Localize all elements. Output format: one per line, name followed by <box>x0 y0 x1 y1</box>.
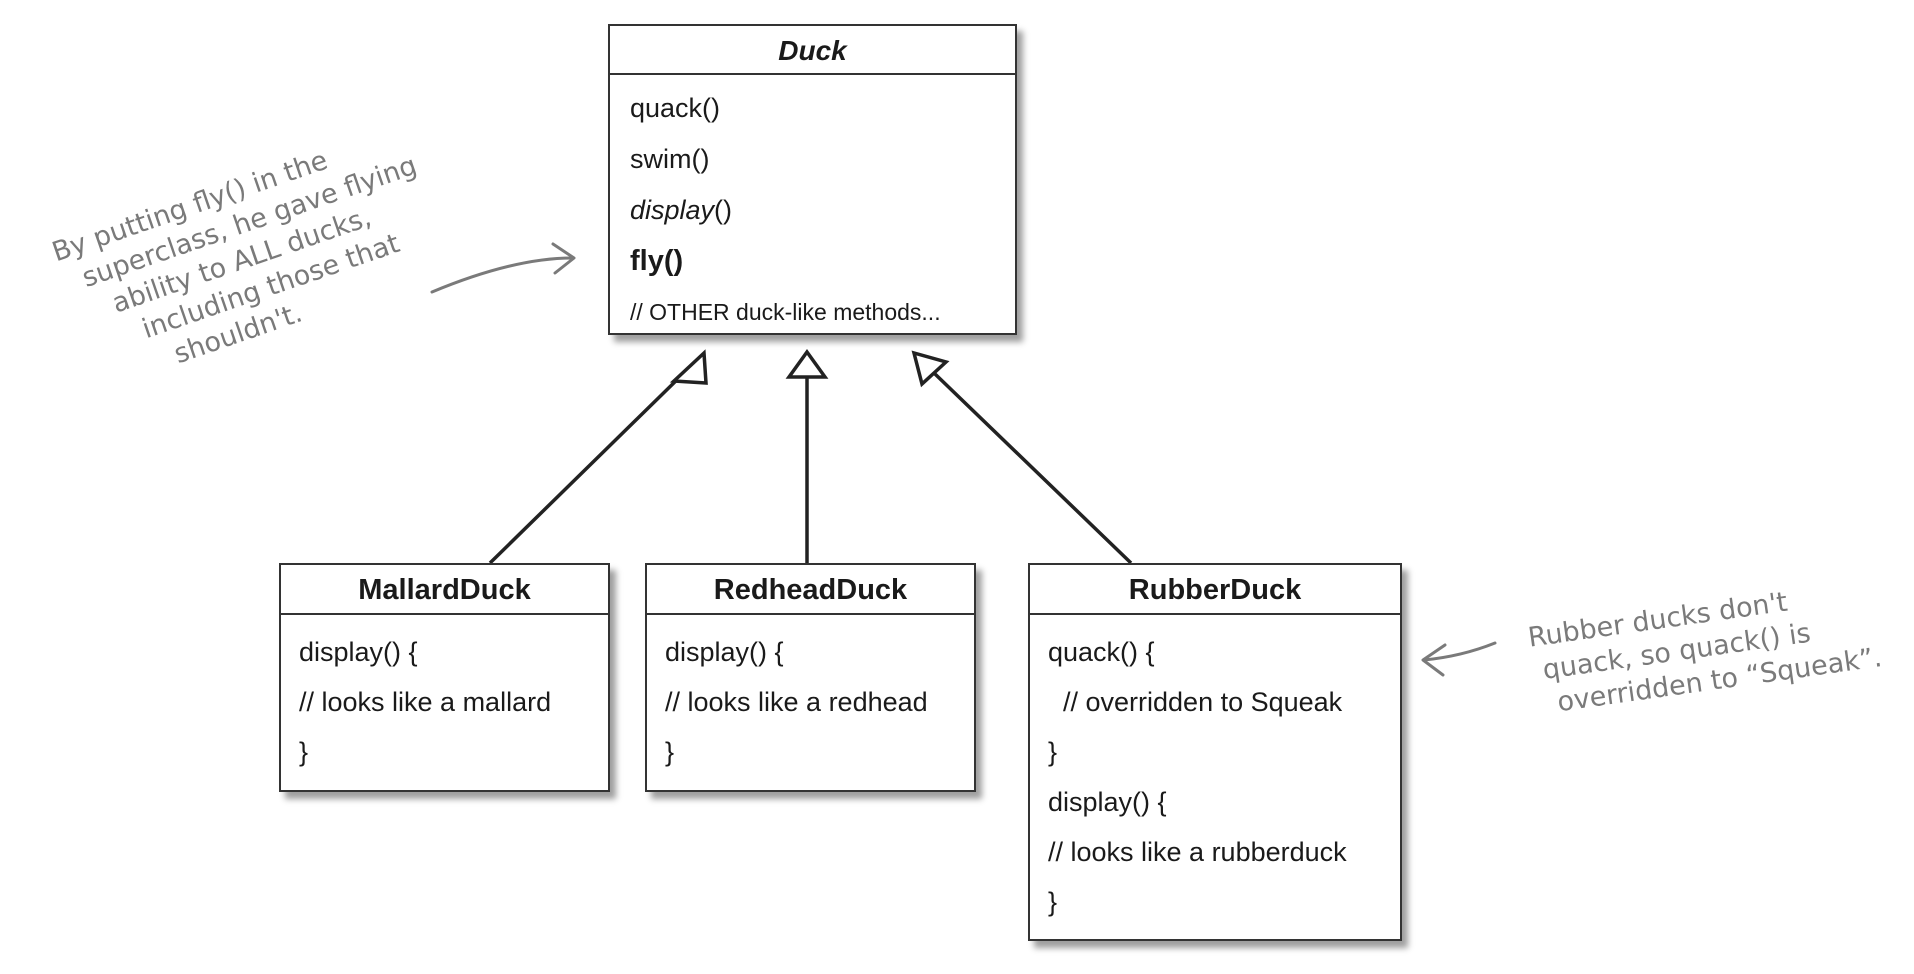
edge-rubber-to-duck <box>932 371 1133 565</box>
duck-class-name: Duck <box>610 26 1015 75</box>
redhead-duck-class-box: RedheadDuck display() { // looks like a … <box>645 563 976 792</box>
mallard-duck-class-name: MallardDuck <box>281 565 608 615</box>
arrowhead-left-icon <box>1421 643 1447 677</box>
method-display-parens: () <box>714 195 733 225</box>
code-line: // looks like a mallard <box>299 687 552 717</box>
edge-mallard-to-duck <box>488 369 688 565</box>
mallard-duck-code: display() { // looks like a mallard } <box>281 615 608 777</box>
code-line: quack() { <box>1048 637 1155 667</box>
duck-class-box: Duck quack() swim() display() fly() // O… <box>608 24 1017 335</box>
method-quack: quack() <box>630 93 721 123</box>
inheritance-arrowhead-icon <box>669 349 708 385</box>
duck-method-list: quack() swim() display() fly() // OTHER … <box>610 75 1015 338</box>
code-line: // looks like a rubberduck <box>1048 837 1347 867</box>
annotation-arrow-left <box>430 256 574 294</box>
code-line: display() { <box>1048 787 1167 817</box>
code-line: } <box>665 737 675 767</box>
redhead-duck-class-name: RedheadDuck <box>647 565 974 615</box>
code-line: } <box>1048 887 1058 917</box>
rubber-duck-class-box: RubberDuck quack() { // overridden to Sq… <box>1028 563 1402 941</box>
method-swim: swim() <box>630 144 710 174</box>
inheritance-arrowhead-icon <box>911 350 950 388</box>
code-line: display() { <box>665 637 784 667</box>
method-other: // OTHER duck-like methods... <box>630 299 941 325</box>
redhead-duck-code: display() { // looks like a redhead } <box>647 615 974 777</box>
code-line: } <box>1048 737 1058 767</box>
rubber-duck-class-name: RubberDuck <box>1030 565 1400 615</box>
mallard-duck-class-box: MallardDuck display() { // looks like a … <box>279 563 610 792</box>
code-line: } <box>299 737 309 767</box>
method-display-name: display <box>630 195 715 225</box>
inheritance-arrowhead-icon <box>785 349 829 379</box>
code-line: // overridden to Squeak <box>1048 687 1343 717</box>
code-line: display() { <box>299 637 418 667</box>
code-line: // looks like a redhead <box>665 687 928 717</box>
rubber-duck-code: quack() { // overridden to Squeak } disp… <box>1030 615 1400 927</box>
arrowhead-right-icon <box>551 242 576 275</box>
method-fly: fly() <box>630 245 684 277</box>
method-display: display() <box>630 185 1015 236</box>
annotation-arrow-right <box>1422 641 1497 662</box>
